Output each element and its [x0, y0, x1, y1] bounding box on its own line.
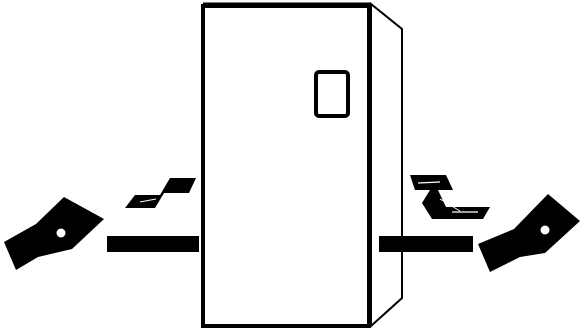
output-step-waveform-icon	[410, 175, 490, 219]
input-conductor-bar	[107, 236, 199, 252]
input-step-waveform-icon: AB	[125, 178, 196, 208]
cabinet-window-icon	[314, 70, 350, 118]
output-conductor-bar	[379, 236, 473, 252]
output-arrow-dot	[540, 225, 550, 235]
input-waveform-label: AB	[173, 183, 184, 191]
cabinet-front	[201, 4, 371, 328]
input-lightning-arrow-icon	[4, 197, 104, 270]
input-arrow-dot	[56, 228, 66, 238]
cabinet-icon	[201, 1, 403, 329]
output-lightning-arrow-icon	[478, 194, 580, 272]
